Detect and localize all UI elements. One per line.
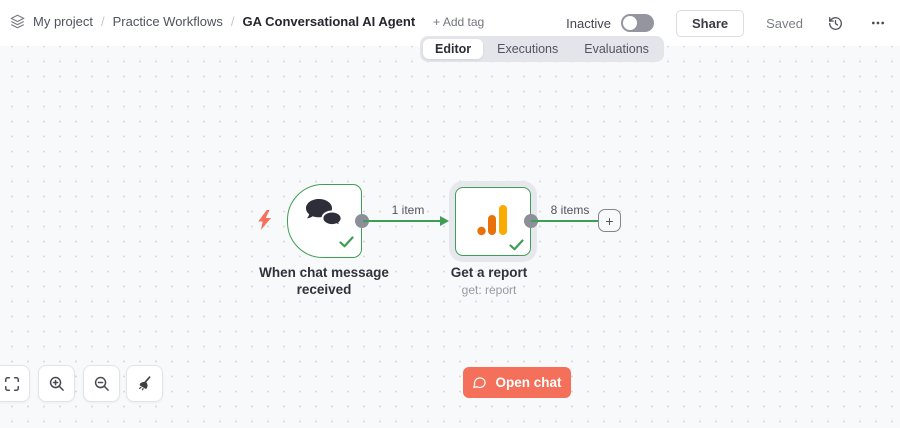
success-check-icon: [339, 235, 354, 253]
breadcrumb-project[interactable]: My project: [33, 14, 93, 29]
node1-title: When chat message received: [259, 265, 389, 297]
zoom-out-icon: [93, 375, 110, 392]
more-options-button[interactable]: [868, 13, 888, 33]
breadcrumb: My project / Practice Workflows / GA Con…: [10, 14, 484, 29]
zoom-out-button[interactable]: [83, 365, 120, 402]
fit-view-button[interactable]: [0, 365, 30, 402]
node2-title: Get a report: [450, 265, 528, 280]
view-tabs: Editor Executions Evaluations: [420, 36, 664, 62]
tidy-up-button[interactable]: [126, 365, 163, 402]
connection-items-label: 1 item: [391, 203, 425, 217]
node-when-chat-message-received[interactable]: [287, 184, 362, 258]
share-button[interactable]: Share: [675, 9, 745, 37]
zoom-in-button[interactable]: [38, 365, 75, 402]
open-chat-label: Open chat: [495, 375, 562, 390]
activation-status-label: Inactive: [566, 15, 611, 31]
fit-view-icon: [4, 376, 20, 392]
tidy-up-icon: [136, 375, 153, 392]
connection-wire[interactable]: [531, 220, 598, 222]
toggle-knob: [622, 16, 637, 30]
node-get-a-report[interactable]: [455, 187, 531, 256]
breadcrumb-separator: /: [230, 14, 235, 29]
chat-trigger-icon: [301, 196, 345, 234]
open-chat-icon: [472, 375, 487, 390]
history-icon: [827, 15, 844, 32]
tab-evaluations[interactable]: Evaluations: [584, 42, 649, 56]
connection-items-label: 8 items: [550, 203, 590, 217]
workflow-canvas[interactable]: [0, 46, 900, 428]
breadcrumb-separator: /: [100, 14, 105, 29]
activation-toggle[interactable]: [620, 14, 654, 32]
activation-control: Inactive: [566, 14, 654, 32]
tab-editor[interactable]: Editor: [423, 39, 484, 59]
add-tag-button[interactable]: + Add tag: [433, 14, 485, 29]
tab-executions[interactable]: Executions: [497, 42, 559, 56]
node-get-a-report-selection[interactable]: [449, 181, 537, 262]
connection-wire[interactable]: [363, 220, 443, 222]
connection-arrowhead: [440, 215, 449, 226]
breadcrumb-folder[interactable]: Practice Workflows: [112, 14, 223, 29]
node1-output-connector[interactable]: [355, 214, 369, 228]
open-chat-button[interactable]: Open chat: [463, 367, 571, 398]
trigger-bolt-icon: [257, 210, 273, 235]
history-button[interactable]: [825, 13, 846, 34]
header-actions: Inactive Share Saved: [566, 0, 888, 46]
top-bar: My project / Practice Workflows / GA Con…: [0, 0, 900, 46]
google-analytics-icon: [475, 201, 511, 239]
project-icon: [10, 14, 25, 29]
add-node-button[interactable]: +: [598, 209, 621, 232]
saved-status: Saved: [766, 15, 803, 31]
node2-subtitle: get: report: [461, 283, 517, 297]
success-check-icon: [509, 238, 524, 256]
more-icon: [870, 15, 886, 31]
zoom-in-icon: [48, 375, 65, 392]
workflow-name[interactable]: GA Conversational AI Agent: [242, 14, 416, 29]
